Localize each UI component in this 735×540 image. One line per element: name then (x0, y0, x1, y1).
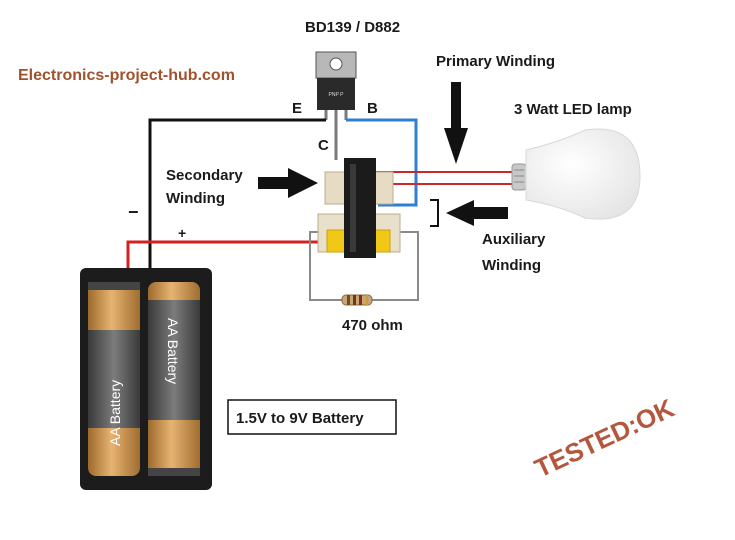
resistor-label: 470 ohm (342, 317, 403, 334)
resistor (341, 294, 373, 306)
lamp-base (511, 163, 527, 191)
resistor-band-2 (353, 295, 356, 305)
minus-sign: − (128, 202, 139, 222)
lamp-bulb (525, 128, 641, 220)
core-highlight (350, 164, 356, 252)
resistor-wire-right (372, 231, 419, 301)
auxiliary-label-line1: Auxiliary (482, 231, 546, 248)
tested-stamp: TESTED:OK (530, 393, 679, 484)
primary-winding-label: Primary Winding (436, 53, 555, 70)
pin-b-label: B (367, 100, 378, 117)
auxiliary-label-line2: Winding (482, 257, 541, 274)
plus-sign: + (178, 225, 186, 241)
battery-range-box (227, 399, 397, 435)
battery-range-label: 1.5V to 9V Battery (236, 410, 364, 427)
transistor-part-label: BD139 / D882 (305, 19, 400, 36)
led-lamp (511, 128, 641, 220)
transistor-marking: PNP P (329, 92, 345, 98)
resistor-band-4 (366, 295, 368, 305)
transformer-core-center (344, 158, 376, 258)
pin-e-label: E (292, 100, 302, 117)
resistor-band-3 (359, 295, 362, 305)
transformer (317, 158, 401, 258)
led-lamp-label: 3 Watt LED lamp (514, 101, 632, 118)
auxiliary-arrow-icon (446, 200, 508, 226)
resistor-band-1 (347, 295, 350, 305)
battery-label-left: AA Battery (107, 380, 123, 446)
transistor-body (317, 78, 355, 110)
pin-c-label: C (318, 137, 329, 154)
emitter-wire (148, 118, 326, 270)
site-title: Electronics-project-hub.com (18, 67, 235, 84)
secondary-label-line1: Secondary (166, 167, 243, 184)
battery-label-right: AA Battery (165, 318, 181, 384)
transistor: PNP P (315, 51, 357, 160)
transistor-mount-hole (329, 57, 343, 71)
battery-holder: AA Battery AA Battery (80, 268, 212, 490)
positive-wire (126, 240, 318, 270)
secondary-label-line2: Winding (166, 190, 225, 207)
auxiliary-bracket (430, 199, 439, 227)
core-left (326, 229, 346, 253)
secondary-arrow-icon (258, 168, 318, 198)
primary-arrow-icon (444, 82, 468, 164)
base-wire (346, 118, 418, 207)
